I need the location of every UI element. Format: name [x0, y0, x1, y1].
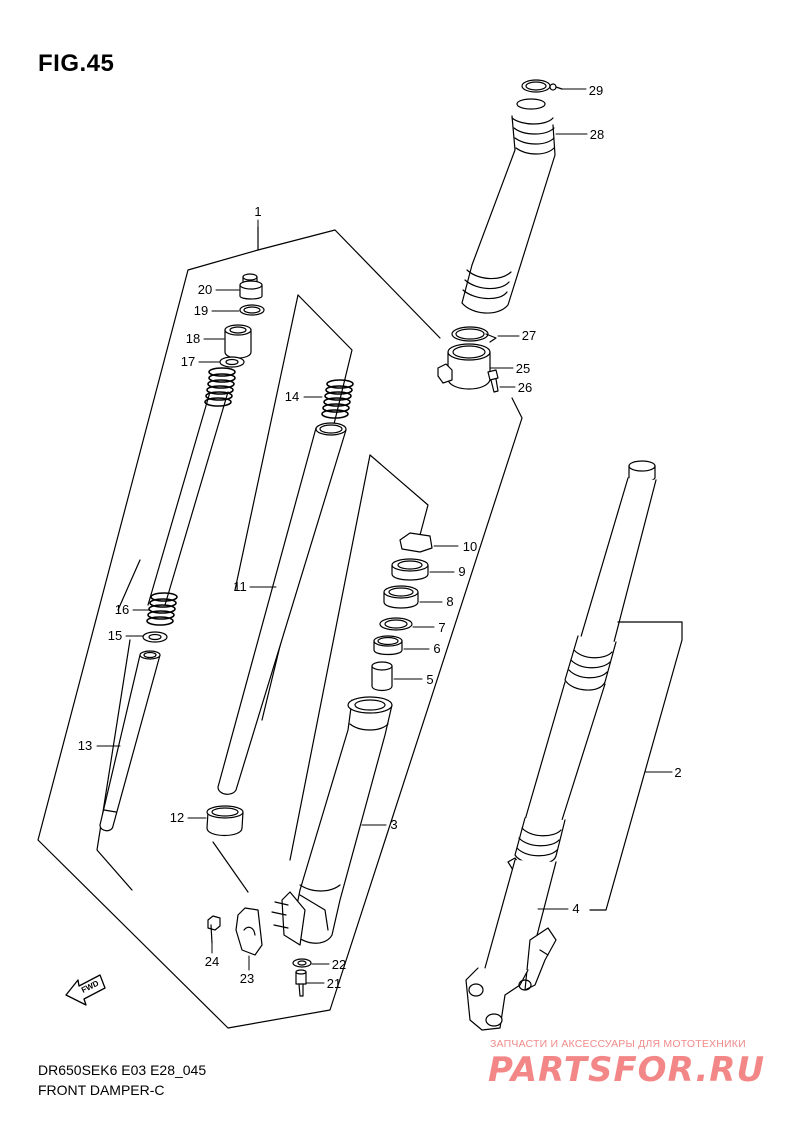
- callout-labels: 1234567891011121314151617181920212223242…: [78, 83, 682, 991]
- bracket-inner-spring-group: [96, 559, 141, 891]
- part-5-oil-lock-piece: [371, 661, 393, 692]
- part-16-spring-coils: [146, 592, 178, 626]
- part-27-clamp: [451, 326, 497, 343]
- part-11-inner-tube: [217, 422, 347, 795]
- callout-label-4: 4: [572, 901, 579, 916]
- callout-label-20: 20: [198, 282, 212, 297]
- callout-label-2: 2: [674, 765, 681, 780]
- part-2-front-fork-assembly: [465, 460, 657, 1031]
- callout-label-1: 1: [254, 204, 261, 219]
- part-8-oil-seal: [383, 585, 419, 609]
- part-19-o-ring: [239, 304, 265, 316]
- assembly-1-outline: [37, 226, 523, 1029]
- watermark-logo: PARTSFOR.RU: [488, 1050, 766, 1090]
- model-code: DR650SEK6 E03 E28_045: [38, 1062, 207, 1078]
- part-28-fork-boot: [461, 98, 556, 314]
- callout-label-13: 13: [78, 738, 92, 753]
- callout-label-26: 26: [518, 380, 532, 395]
- callout-label-24: 24: [205, 954, 219, 969]
- callout-label-28: 28: [590, 127, 604, 142]
- callout-label-8: 8: [446, 594, 453, 609]
- part-7-washer: [379, 617, 413, 631]
- part-9-dust-seal: [391, 558, 429, 581]
- part-13-damper-rod: [99, 650, 161, 832]
- part-3-outer-tube: [271, 696, 393, 946]
- part-10-stopper-ring: [399, 532, 433, 553]
- part-17-washer: [219, 356, 245, 368]
- callout-label-25: 25: [516, 361, 530, 376]
- callout-label-22: 22: [332, 957, 346, 972]
- figure-name: FRONT DAMPER-C: [38, 1082, 165, 1098]
- callout-label-3: 3: [390, 817, 397, 832]
- part-25-boot-holder: [437, 343, 491, 390]
- part-24-nut: [207, 915, 221, 944]
- callout-label-17: 17: [181, 354, 195, 369]
- callout-label-11: 11: [233, 579, 247, 594]
- part-20-cap-bolt: [239, 273, 263, 300]
- watermark-tagline: ЗАПЧАСТИ И АКСЕССУАРЫ ДЛЯ МОТОТЕХНИКИ: [490, 1038, 746, 1050]
- callout-label-10: 10: [463, 539, 477, 554]
- callout-label-14: 14: [285, 389, 299, 404]
- part-29-clamp: [521, 79, 563, 93]
- bracket-part-2: [589, 621, 683, 911]
- part-22-washer: [292, 958, 312, 968]
- callout-label-9: 9: [458, 564, 465, 579]
- part-23-axle-holder: [235, 907, 263, 956]
- callout-label-29: 29: [589, 83, 603, 98]
- part-18-spacer: [224, 324, 252, 359]
- part-14-spring: [321, 379, 354, 419]
- callout-label-6: 6: [433, 641, 440, 656]
- fork-spring-long: [147, 391, 229, 606]
- callout-label-5: 5: [426, 672, 433, 687]
- callout-label-19: 19: [194, 303, 208, 318]
- callout-label-23: 23: [240, 971, 254, 986]
- callout-label-12: 12: [170, 810, 184, 825]
- part-6-bushing: [373, 635, 403, 656]
- figure-title: FIG.45: [38, 50, 115, 77]
- callout-label-27: 27: [522, 328, 536, 343]
- callout-label-18: 18: [186, 331, 200, 346]
- callout-label-7: 7: [438, 620, 445, 635]
- spring-coils-top: [204, 367, 236, 407]
- part-26-bolt: [487, 369, 499, 393]
- part-15-washer: [142, 631, 168, 643]
- part-12-bushing: [206, 805, 244, 837]
- part-21-drain-bolt: [295, 969, 307, 997]
- callout-label-15: 15: [108, 628, 122, 643]
- fwd-direction-arrow: FWD: [65, 974, 106, 1006]
- callout-label-21: 21: [327, 976, 341, 991]
- bracket-inner-seal-group: [289, 454, 429, 861]
- callout-label-16: 16: [115, 602, 129, 617]
